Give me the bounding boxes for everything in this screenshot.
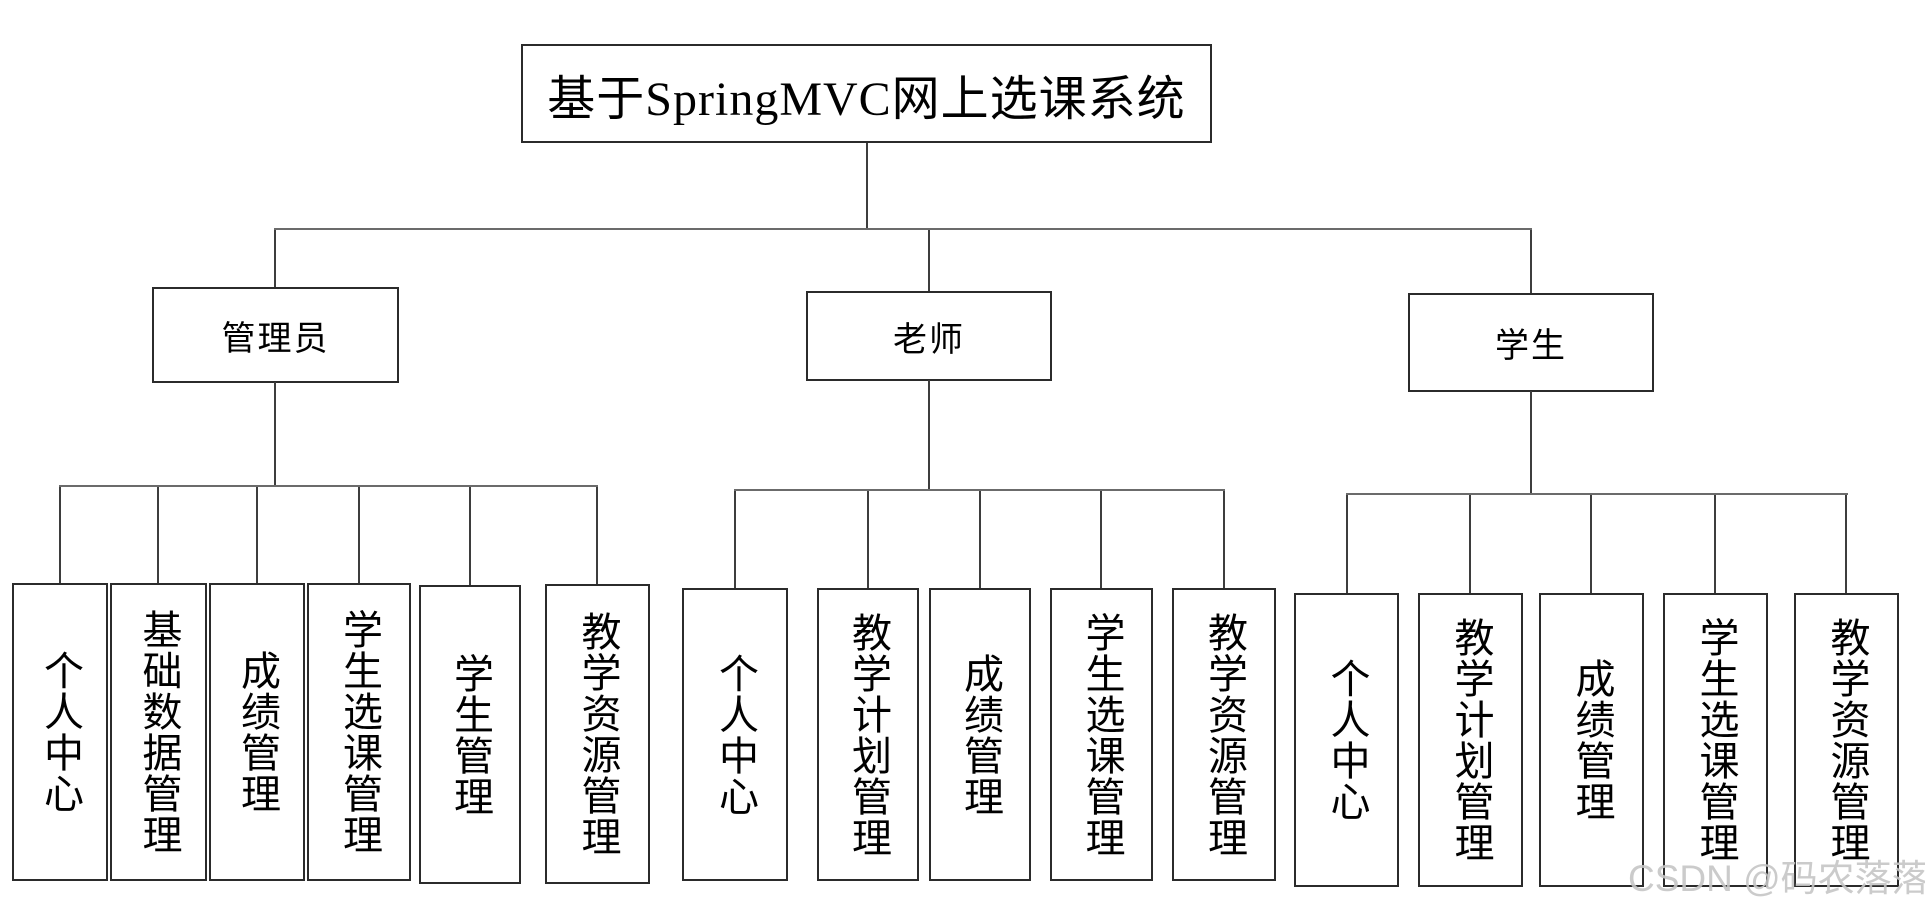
- csdn-watermark: CSDN @码农落落: [1628, 858, 1925, 899]
- leaf-label: 个人中心: [1324, 658, 1370, 822]
- connector-level1-horizontal: [274, 228, 1532, 230]
- connector-admin-vertical: [274, 382, 276, 485]
- connector-teacher-stub-3: [979, 491, 981, 588]
- teacher-leaf-personal-center: 个人中心: [682, 588, 788, 881]
- leaf-label: 学生选课管理: [1079, 611, 1125, 858]
- admin-leaf-basic-data-management: 基础数据管理: [110, 583, 207, 881]
- student-leaf-personal-center: 个人中心: [1294, 593, 1399, 887]
- role-node-teacher: 老师: [806, 291, 1052, 381]
- admin-leaf-student-course-selection-management: 学生选课管理: [307, 583, 411, 881]
- connector-root-vertical: [866, 143, 868, 229]
- admin-leaf-personal-center: 个人中心: [12, 583, 108, 881]
- connector-admin-stub-1: [59, 487, 61, 583]
- connector-admin-stub-2: [157, 487, 159, 583]
- connector-admin-stub-4: [358, 487, 360, 583]
- leaf-label: 成绩管理: [235, 650, 280, 814]
- leaf-label: 学生选课管理: [337, 609, 382, 855]
- root-node-system-title: 基于SpringMVC网上选课系统: [521, 44, 1212, 143]
- leaf-label: 个人中心: [38, 650, 83, 814]
- leaf-label: 学生选课管理: [1693, 617, 1739, 863]
- student-leaf-student-course-selection-management: 学生选课管理: [1663, 593, 1768, 887]
- connector-student-stub-4: [1714, 495, 1716, 593]
- connector-admin-stub-6: [596, 487, 598, 584]
- connector-student-stub-1: [1346, 495, 1348, 593]
- leaf-label: 教学计划管理: [1448, 617, 1494, 863]
- admin-leaf-grade-management: 成绩管理: [209, 583, 305, 881]
- teacher-leaf-student-course-selection-management: 学生选课管理: [1050, 588, 1153, 881]
- leaf-label: 教学资源管理: [575, 611, 621, 857]
- leaf-label: 教学资源管理: [1824, 617, 1870, 863]
- connector-teacher-stub-5: [1223, 491, 1225, 588]
- teacher-leaf-grade-management: 成绩管理: [929, 588, 1031, 881]
- connector-student-stub-5: [1845, 495, 1847, 593]
- connector-student-vertical: [1530, 391, 1532, 493]
- leaf-label: 个人中心: [713, 652, 758, 817]
- role-node-student: 学生: [1408, 293, 1654, 392]
- leaf-label: 学生管理: [448, 652, 493, 817]
- student-leaf-teaching-resource-management: 教学资源管理: [1794, 593, 1899, 887]
- leaf-label: 教学资源管理: [1202, 611, 1247, 858]
- connector-student-stub-3: [1590, 495, 1592, 593]
- teacher-leaf-teaching-plan-management: 教学计划管理: [817, 588, 919, 881]
- connector-teacher-stub-1: [734, 491, 736, 588]
- connector-admin-stub-5: [469, 487, 471, 585]
- connector-student-drop: [1530, 230, 1532, 293]
- role-node-admin: 管理员: [152, 287, 399, 383]
- connector-teacher-vertical: [928, 380, 930, 489]
- admin-leaf-student-management: 学生管理: [419, 585, 521, 884]
- connector-student-stub-2: [1469, 495, 1471, 593]
- connector-teacher-drop: [928, 230, 930, 291]
- teacher-leaf-teaching-resource-management: 教学资源管理: [1172, 588, 1276, 881]
- connector-student-horizontal: [1346, 493, 1848, 495]
- student-leaf-grade-management: 成绩管理: [1539, 593, 1644, 887]
- connector-teacher-stub-2: [867, 491, 869, 588]
- leaf-label: 基础数据管理: [136, 609, 182, 855]
- connector-teacher-stub-4: [1100, 491, 1102, 588]
- student-leaf-teaching-plan-management: 教学计划管理: [1418, 593, 1523, 887]
- connector-teacher-horizontal: [734, 489, 1225, 491]
- admin-leaf-teaching-resource-management: 教学资源管理: [545, 584, 650, 884]
- connector-admin-stub-3: [256, 487, 258, 583]
- connector-admin-horizontal: [59, 485, 598, 487]
- leaf-label: 成绩管理: [958, 652, 1003, 817]
- leaf-label: 教学计划管理: [846, 611, 891, 858]
- connector-admin-drop: [274, 230, 276, 287]
- leaf-label: 成绩管理: [1569, 658, 1615, 822]
